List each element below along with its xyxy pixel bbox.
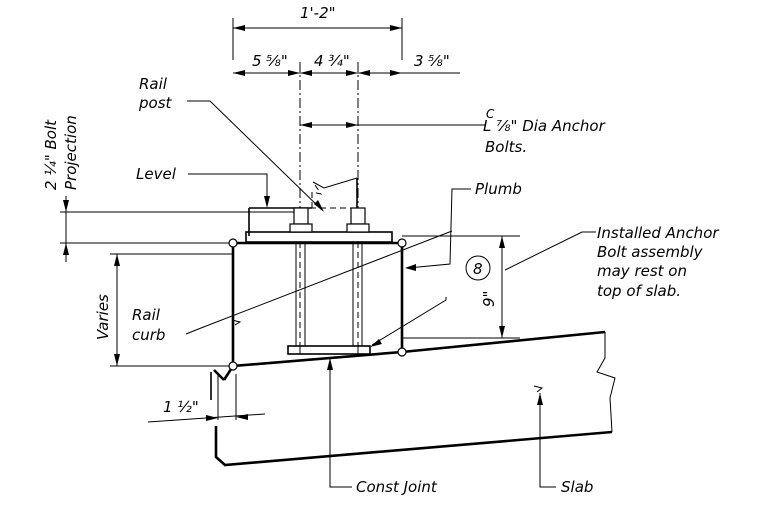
anchor-bolts-label-line2: Bolts. (485, 138, 527, 156)
rail-curb-label-line1: Rail (132, 306, 161, 324)
varies-label: Varies (94, 294, 112, 340)
offset-dimension: 1 ½" (147, 374, 266, 423)
left-dimension-label: 5 ⅝" (252, 52, 288, 70)
rail-curb-outline (231, 241, 404, 366)
installed-note-callout: Installed Anchor Bolt assembly may rest … (504, 224, 719, 300)
const-joint-label: Const Joint (356, 478, 438, 496)
node-bottom-left (228, 361, 238, 371)
rail-post-callout: Rail post (138, 75, 324, 212)
installed-note-line3: may rest on (597, 262, 687, 280)
rail-curb-callout: Rail curb (132, 230, 453, 344)
rail-post-label-line1: Rail (139, 75, 168, 93)
anchor-bolt-right (346, 207, 370, 346)
centerline-c: C (486, 107, 495, 121)
detail-number-bubble: 8 (370, 255, 491, 347)
plumb-callout: Plumb (405, 180, 522, 271)
segment-dimensions: 5 ⅝" 4 ¾" 3 ⅝" (233, 52, 460, 76)
rail-post-label-line2: post (138, 94, 173, 112)
node-top-right (397, 238, 407, 248)
node-bottom-right (397, 347, 407, 357)
level-callout: Level (136, 165, 270, 208)
overall-dimension: 1'-2" (232, 4, 403, 60)
anchor-bolts-callout: C L ⅞" Dia Anchor Bolts. (300, 107, 606, 156)
centerline-l: L (483, 117, 491, 135)
varies-dimension: Varies (94, 253, 233, 367)
nine-inch-dimension: 9" (402, 235, 520, 339)
plumb-label: Plumb (475, 180, 522, 198)
anchor-bolts-label-line1: ⅞" Dia Anchor (496, 117, 606, 135)
installed-note-line1: Installed Anchor (597, 224, 719, 242)
anchor-bolt-left (289, 207, 313, 346)
bolt-projection-dimension: 2 ¼" Bolt Projection (42, 115, 300, 262)
rail-curb-label-line2: curb (132, 326, 165, 344)
middle-dimension-label: 4 ¾" (314, 52, 350, 70)
overall-dimension-label: 1'-2" (300, 4, 336, 22)
const-joint-callout: Const Joint (327, 358, 438, 496)
detail-number-label: 8 (473, 260, 483, 278)
slab-callout: Slab (533, 385, 593, 496)
slab-label: Slab (561, 478, 593, 496)
installed-note-line2: Bolt assembly (597, 243, 704, 261)
bolt-projection-label-line2: Projection (62, 115, 80, 190)
bolt-anchor-bar (287, 345, 371, 355)
offset-label: 1 ½" (163, 398, 199, 416)
bolt-projection-label-line1: 2 ¼" Bolt (42, 119, 60, 190)
base-plate (245, 231, 393, 243)
installed-note-line4: top of slab. (597, 282, 681, 300)
level-label: Level (136, 165, 177, 183)
nine-inch-label: 9" (480, 291, 498, 307)
right-dimension-label: 3 ⅝" (414, 52, 450, 70)
slab-outline (210, 330, 616, 467)
node-top-left (228, 238, 238, 248)
